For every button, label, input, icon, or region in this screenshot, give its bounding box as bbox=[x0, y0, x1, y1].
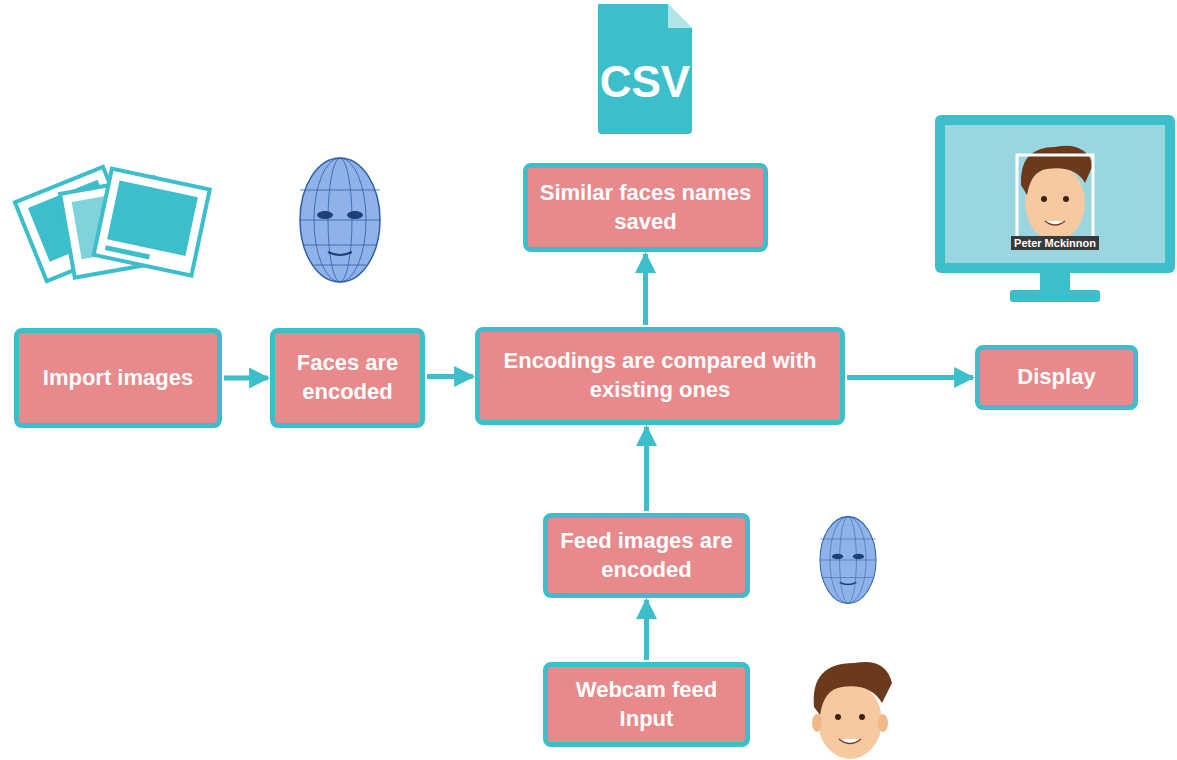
flow-arrow bbox=[643, 254, 648, 325]
process-box: Feed images are encoded bbox=[543, 513, 750, 598]
flow-arrow bbox=[427, 374, 473, 379]
box-label: Feed images are encoded bbox=[548, 523, 745, 588]
face-mesh-icon-part bbox=[820, 560, 876, 561]
face-mesh-icon-part bbox=[300, 158, 380, 282]
csv-file-icon bbox=[598, 4, 692, 134]
face-mesh-icon bbox=[820, 517, 876, 604]
face-mesh-icon-part bbox=[347, 211, 363, 219]
face-mesh-icon-part bbox=[853, 554, 864, 560]
face-mesh-icon-part bbox=[300, 220, 380, 221]
process-box: Faces are encoded bbox=[270, 328, 425, 428]
face-mesh-icon-part bbox=[823, 577, 873, 578]
csv-file-icon-part bbox=[598, 4, 692, 134]
process-box: Import images bbox=[14, 328, 222, 428]
cartoon-face-part bbox=[1017, 155, 1093, 241]
photos-icon-part-part bbox=[105, 245, 150, 259]
face-mesh-icon-part bbox=[840, 582, 857, 584]
cartoon-face-part bbox=[1045, 221, 1065, 225]
photos-icon bbox=[15, 167, 210, 281]
face-mesh-icon-part bbox=[300, 190, 380, 191]
face-mesh-icon-part bbox=[314, 265, 366, 266]
box-label: Display bbox=[1007, 359, 1105, 396]
photos-icon-part-part bbox=[94, 169, 210, 276]
process-box: Similar faces names saved bbox=[523, 163, 768, 252]
cartoon-face-part bbox=[1041, 196, 1047, 202]
cartoon-face-part bbox=[814, 662, 892, 715]
face-mesh-icon-part bbox=[317, 211, 333, 219]
flow-arrow bbox=[224, 376, 268, 381]
photos-icon-part bbox=[94, 169, 210, 276]
csv-file-icon-part bbox=[668, 4, 692, 28]
cartoon-face-part bbox=[839, 739, 861, 744]
monitor-icon bbox=[935, 115, 1175, 302]
face-mesh-icon-part bbox=[304, 245, 376, 246]
cartoon-face-part bbox=[878, 714, 888, 732]
name-tag: Peter Mckinnon bbox=[1011, 236, 1099, 250]
face-mesh-icon-part bbox=[820, 517, 876, 604]
flow-arrow bbox=[847, 375, 973, 380]
monitor-icon-part bbox=[1040, 273, 1070, 291]
photos-icon-part-part bbox=[107, 181, 198, 256]
face-mesh-icon-part bbox=[832, 554, 843, 560]
face-mesh-icon bbox=[300, 158, 380, 282]
cartoon-face-part bbox=[1021, 146, 1093, 195]
flow-arrow bbox=[644, 600, 649, 660]
cartoon-face bbox=[812, 662, 892, 759]
cartoon-face-part bbox=[812, 714, 822, 732]
monitor-icon-part bbox=[945, 125, 1165, 263]
face-mesh-icon-part bbox=[820, 539, 876, 540]
cartoon-face-part bbox=[1063, 196, 1069, 202]
file-type-label: CSV bbox=[600, 57, 690, 107]
face-mesh-icon-part bbox=[328, 252, 352, 255]
cartoon-face bbox=[1017, 146, 1093, 241]
box-label: Similar faces names saved bbox=[528, 175, 763, 240]
box-label: Encodings are compared with existing one… bbox=[480, 343, 840, 408]
box-label: Import images bbox=[33, 360, 203, 397]
flow-arrow bbox=[644, 427, 649, 511]
cartoon-face-part bbox=[835, 714, 841, 720]
process-box: Encodings are compared with existing one… bbox=[475, 327, 845, 425]
process-box: Webcam feed Input bbox=[543, 662, 750, 747]
cartoon-face-part bbox=[859, 714, 865, 720]
monitor-icon-part bbox=[935, 115, 1175, 273]
monitor-icon-part bbox=[1010, 290, 1100, 302]
box-label: Webcam feed Input bbox=[548, 672, 745, 737]
process-box: Display bbox=[975, 345, 1138, 410]
box-label: Faces are encoded bbox=[275, 345, 420, 410]
